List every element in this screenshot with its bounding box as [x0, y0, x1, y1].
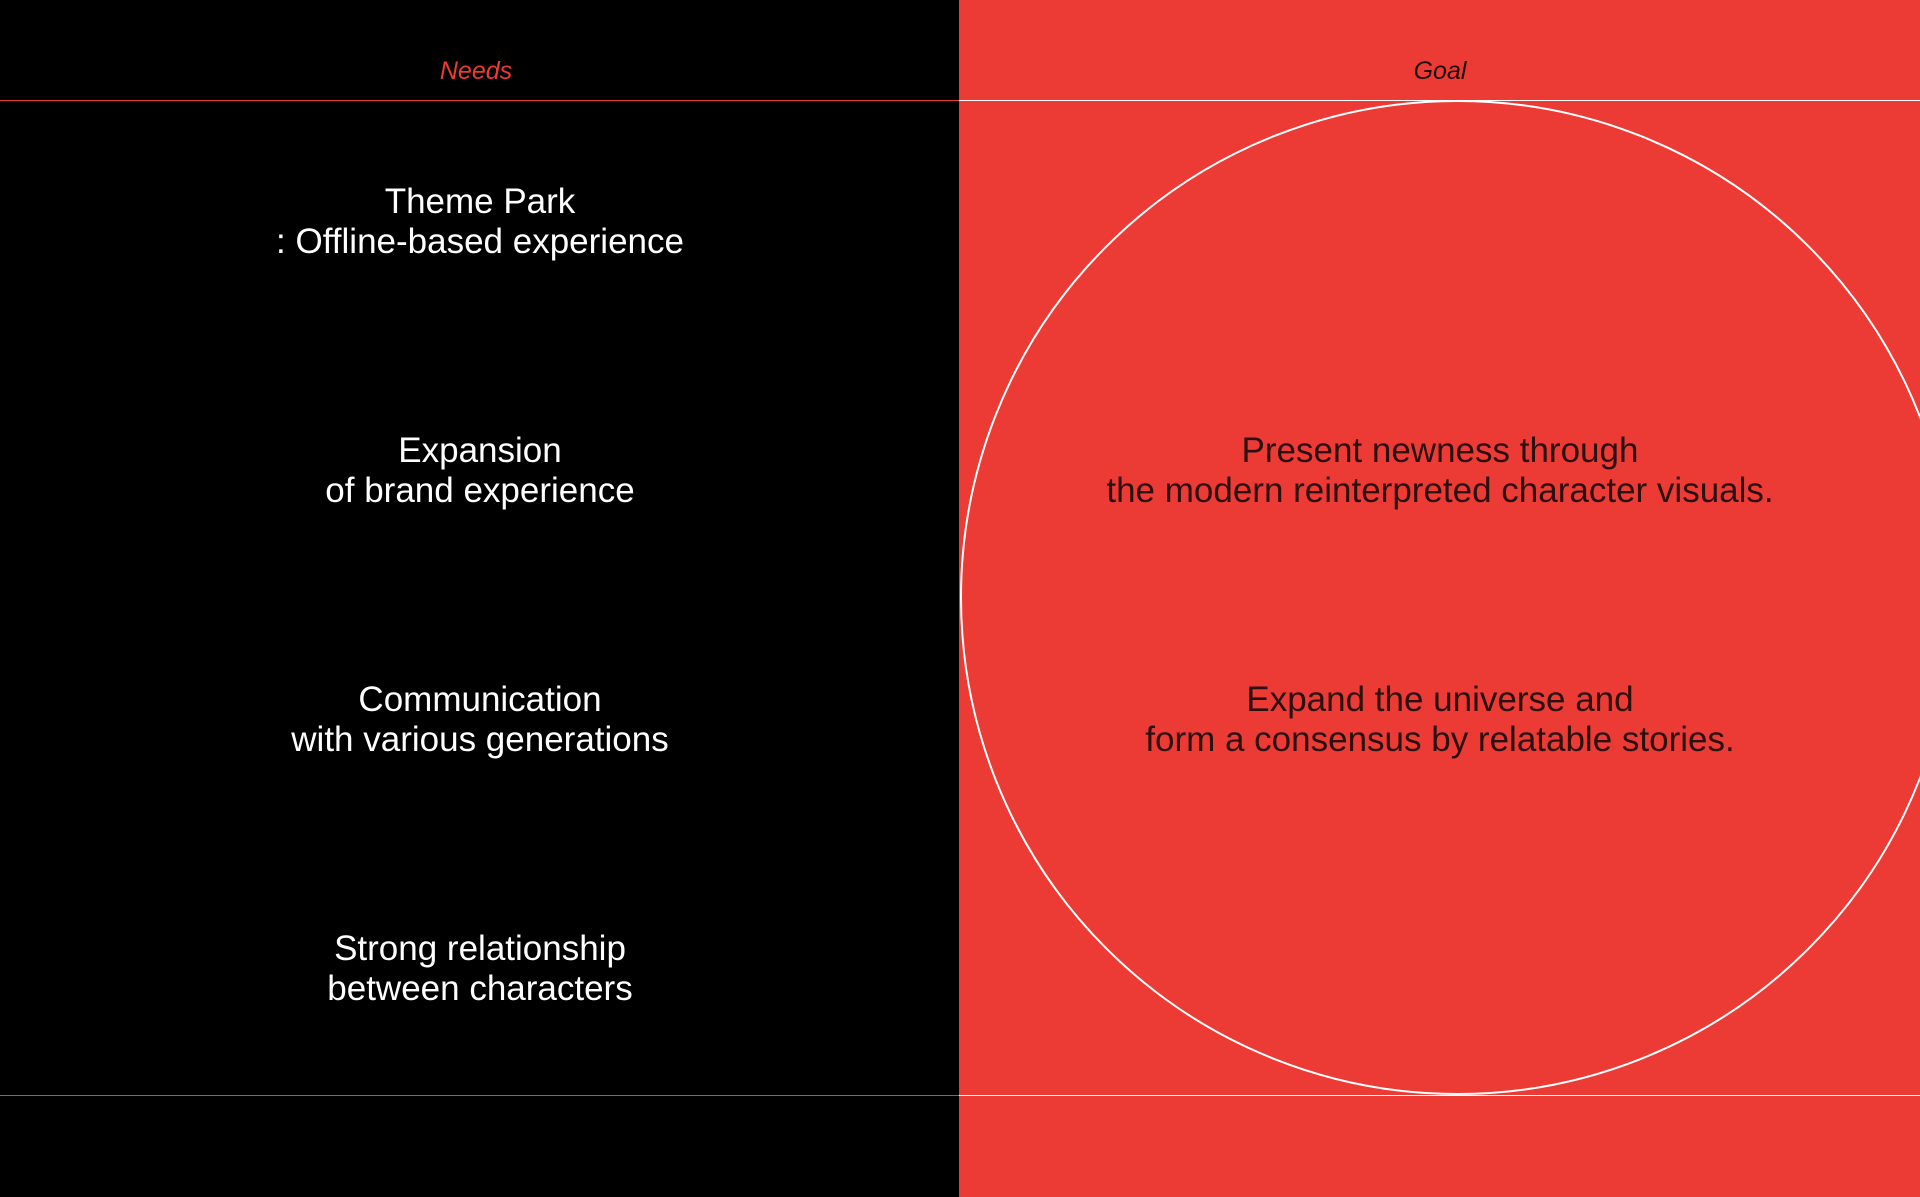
goal-item-newness: Present newness through the modern reint… [1000, 431, 1880, 511]
need-item-line1: Theme Park [384, 182, 576, 221]
needs-top-divider [0, 100, 959, 101]
goal-item-universe: Expand the universe and form a consensus… [1000, 680, 1880, 760]
goal-header: Goal [1413, 57, 1467, 85]
goal-bottom-divider [959, 1095, 1920, 1096]
need-item-line1: Communication [358, 680, 602, 719]
needs-panel [0, 0, 959, 1197]
goal-item-line1: Expand the universe and [1246, 680, 1634, 719]
need-item-brand-expansion: Expansion of brand experience [120, 431, 840, 511]
need-item-theme-park: Theme Park : Offline-based experience [120, 182, 840, 262]
need-item-communication: Communication with various generations [120, 680, 840, 760]
need-item-line1: Strong relationship [334, 929, 626, 968]
need-item-line2: of brand experience [325, 471, 635, 510]
goal-item-line2: form a consensus by relatable stories. [1145, 720, 1735, 759]
need-item-line2: between characters [327, 969, 633, 1008]
need-item-line2: with various generations [291, 720, 669, 759]
need-item-line1: Expansion [398, 431, 562, 470]
need-item-relationship: Strong relationship between characters [120, 929, 840, 1009]
goal-item-line2: the modern reinterpreted character visua… [1106, 471, 1774, 510]
goal-item-line1: Present newness through [1241, 431, 1639, 470]
need-item-line2: : Offline-based experience [276, 222, 684, 261]
needs-bottom-divider [0, 1095, 959, 1096]
goal-circle [960, 100, 1920, 1095]
needs-header: Needs [439, 57, 513, 85]
